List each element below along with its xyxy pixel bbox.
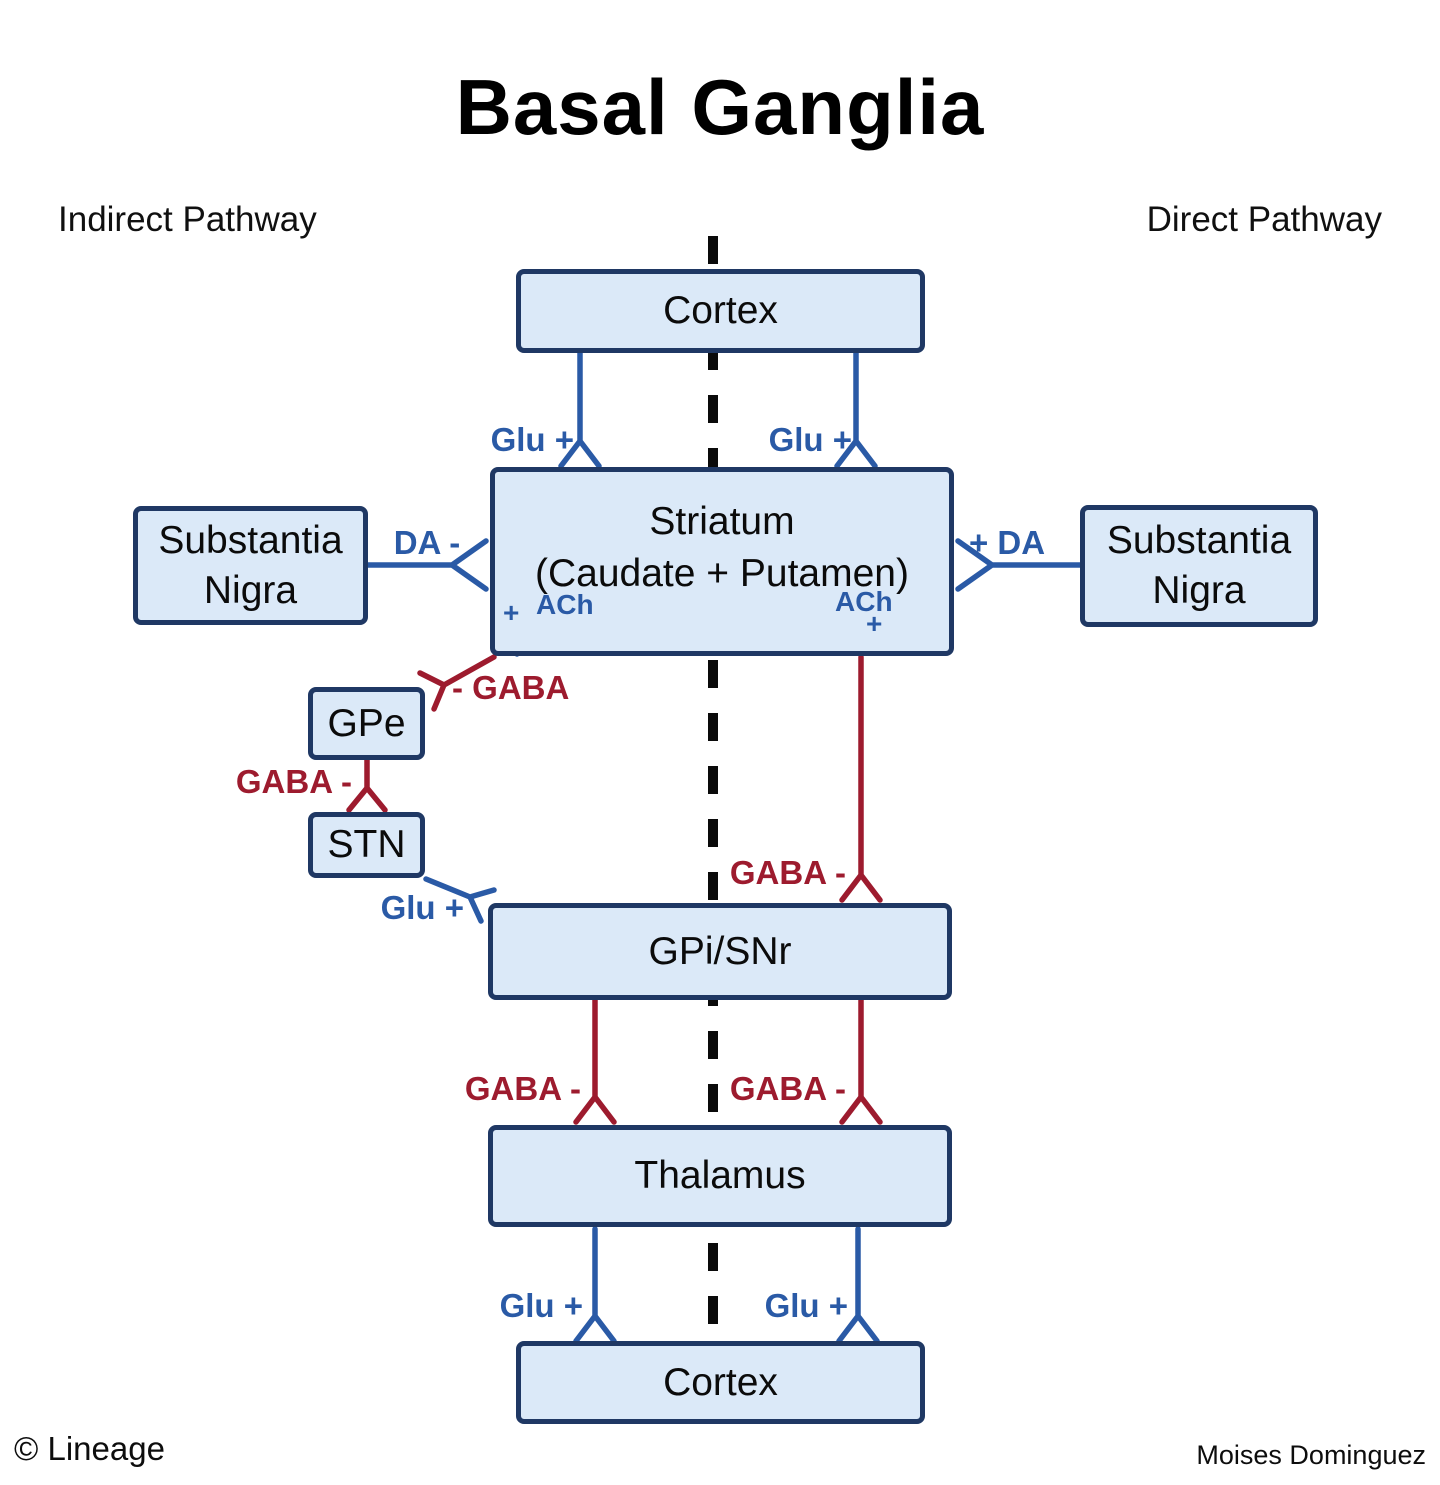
label-ach-left-sign: + bbox=[503, 597, 520, 628]
label-glu-cortex-striatum-left: Glu + bbox=[490, 421, 574, 458]
label-glu-thalamus-cortex-right: Glu + bbox=[764, 1287, 848, 1324]
node-sn-left-label-line1: Substantia bbox=[158, 518, 343, 562]
copyright-text: © Lineage bbox=[14, 1430, 165, 1467]
label-da-left: DA - bbox=[393, 524, 461, 561]
node-thalamus: Thalamus bbox=[488, 1125, 952, 1227]
label-da-right: + DA bbox=[968, 524, 1046, 561]
label-gaba-gpi-thalamus-left: GABA - bbox=[464, 1070, 581, 1107]
edge-gpe-stn bbox=[346, 757, 388, 813]
node-striatum-label-line1: Striatum bbox=[649, 500, 795, 543]
edge-gpi-thalamus-left bbox=[573, 997, 617, 1125]
direct-pathway-label: Direct Pathway bbox=[1146, 200, 1382, 239]
node-sn-right-label-line1: Substantia bbox=[1106, 519, 1292, 562]
node-gpe-label: GPe bbox=[327, 701, 406, 745]
edge-stn-gpi bbox=[423, 876, 497, 924]
node-gpe: GPe bbox=[308, 687, 425, 760]
indirect-pathway-label: Indirect Pathway bbox=[58, 200, 317, 239]
label-ach-right: ACh bbox=[835, 586, 893, 617]
node-thalamus-label: Thalamus bbox=[634, 1154, 806, 1197]
edge-thalamus-cortex-right bbox=[836, 1226, 880, 1344]
page-title: Basal Ganglia bbox=[455, 63, 985, 151]
node-cortex-top-label: Cortex bbox=[663, 289, 778, 332]
node-gpi-snr-label: GPi/SNr bbox=[648, 929, 792, 973]
edge-gpi-thalamus-right bbox=[839, 997, 883, 1125]
edge-striatum-gpe bbox=[417, 654, 497, 712]
label-ach-right-sign: + bbox=[866, 608, 883, 639]
node-sn-left-label-line2: Nigra bbox=[203, 568, 298, 612]
node-sn-right-label-line2: Nigra bbox=[1152, 569, 1246, 612]
label-glu-cortex-striatum-right: Glu + bbox=[768, 421, 852, 458]
node-substantia-nigra-right: Substantia Nigra bbox=[1080, 505, 1318, 627]
edge-thalamus-cortex-left bbox=[573, 1226, 617, 1344]
edge-cortex-striatum-left bbox=[558, 348, 602, 469]
label-gaba-striatum-gpe: - GABA bbox=[452, 669, 570, 706]
node-gpi-snr: GPi/SNr bbox=[488, 903, 952, 1000]
node-cortex-top: Cortex bbox=[516, 269, 925, 353]
node-stn: STN bbox=[308, 812, 425, 878]
label-gaba-gpi-thalamus-right: GABA - bbox=[729, 1070, 846, 1107]
node-striatum: Striatum (Caudate + Putamen) bbox=[490, 467, 954, 656]
node-substantia-nigra-left: Substantia Nigra bbox=[133, 506, 368, 625]
edge-sn-striatum-right bbox=[955, 538, 1083, 592]
label-gaba-striatum-gpi: GABA - bbox=[729, 854, 846, 891]
label-ach-left: ACh bbox=[536, 589, 594, 620]
label-glu-stn-gpi: Glu + bbox=[380, 889, 464, 926]
label-glu-thalamus-cortex-left: Glu + bbox=[499, 1287, 583, 1324]
author-credit-text: Moises Dominguez bbox=[1196, 1440, 1426, 1470]
node-cortex-bottom-label: Cortex bbox=[663, 1360, 778, 1404]
node-striatum-label-line2: (Caudate + Putamen) bbox=[535, 552, 909, 595]
edge-sn-striatum-left bbox=[365, 538, 489, 592]
node-cortex-bottom: Cortex bbox=[516, 1341, 925, 1424]
label-gaba-gpe-stn: GABA - bbox=[235, 763, 352, 800]
edge-cortex-striatum-right bbox=[834, 348, 878, 469]
node-stn-label: STN bbox=[327, 823, 406, 866]
edge-striatum-gpi bbox=[839, 654, 883, 903]
